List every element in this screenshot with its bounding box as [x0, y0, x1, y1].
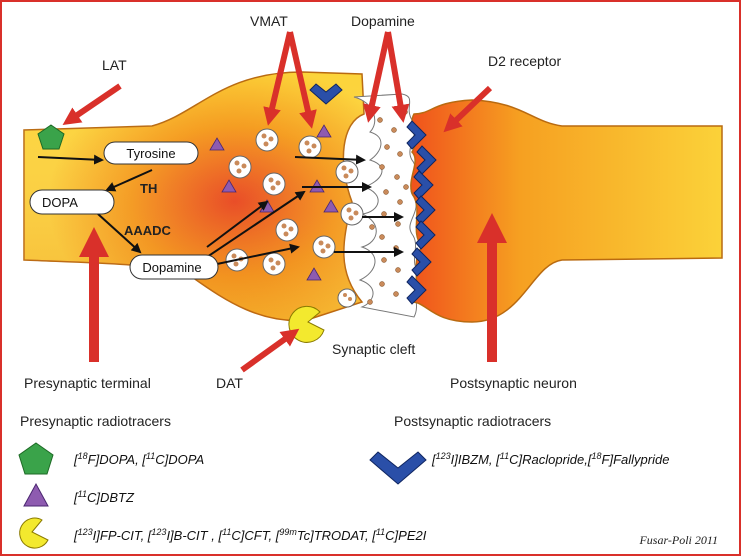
tyrosine-pill: Tyrosine: [103, 141, 199, 165]
synaptic-cleft-label: Synaptic cleft: [332, 341, 415, 357]
credit-text: Fusar-Poli 2011: [638, 533, 718, 547]
vesicle: [228, 155, 252, 179]
blue-chevron-icon: [406, 275, 427, 305]
aaadc-label: AAADC: [124, 223, 172, 238]
legend-dat-text: [123I]FP-CIT, [123I]B-CIT , [11C]CFT, [9…: [73, 527, 427, 543]
vesicle: [340, 202, 364, 226]
purple-triangle-icon: [209, 137, 225, 151]
legend-post-text: [123I]IBZM, [11C]Raclopride,[18F]Fallypr…: [431, 451, 669, 467]
synaptic-cleft-area: [353, 93, 423, 318]
vmat-label: VMAT: [250, 13, 288, 29]
blue-chevron-icon: [369, 451, 427, 485]
vesicle: [337, 288, 357, 308]
postsynaptic-radiotracers-title: Postsynaptic radiotracers: [394, 413, 551, 429]
blue-chevron-icon: [406, 120, 427, 150]
postsynaptic-neuron-label: Postsynaptic neuron: [450, 375, 577, 391]
dopamine-arrow-left: [363, 31, 391, 123]
legend-dopa-text: [18F]DOPA, [11C]DOPA: [73, 451, 204, 467]
th-label: TH: [140, 181, 157, 196]
vmat-arrow-right: [287, 31, 317, 129]
dopamine-pill: Dopamine: [129, 254, 219, 280]
d2-arrow: [443, 85, 493, 133]
d2-receptors: [309, 83, 437, 305]
red-arrows: [62, 31, 507, 373]
tyrosine-label: Tyrosine: [126, 146, 175, 161]
blue-chevron-icon: [411, 247, 432, 277]
green-pentagon-icon: [37, 124, 65, 150]
purple-triangle-icon: [221, 179, 237, 193]
blue-chevron-icon: [415, 220, 436, 250]
dat-label: DAT: [216, 375, 243, 391]
vesicle: [262, 172, 286, 196]
dopa-label: DOPA: [42, 195, 78, 210]
synthesis-arrows: [37, 154, 404, 265]
vesicle: [275, 218, 299, 242]
vesicle: [298, 135, 322, 159]
presynaptic-terminal-label: Presynaptic terminal: [24, 375, 151, 391]
presynaptic-radiotracers-title: Presynaptic radiotracers: [20, 413, 171, 429]
yellow-pacman-icon: [19, 517, 49, 549]
yellow-pacman-icon: [288, 305, 325, 343]
purple-triangle-icon: [23, 482, 49, 507]
vesicle: [255, 128, 279, 152]
vesicle: [262, 252, 286, 276]
dopa-pill: DOPA: [29, 189, 115, 215]
purple-triangle-icon: [306, 267, 322, 281]
legend-dbtz-text: [11C]DBTZ: [73, 489, 135, 505]
dopamine-top-label: Dopamine: [351, 13, 415, 29]
lat-label: LAT: [102, 57, 127, 73]
dat-arrow: [240, 328, 300, 373]
purple-triangle-icon: [323, 199, 339, 213]
vesicle: [312, 235, 336, 259]
dopamine-arrow-right: [385, 31, 410, 123]
dopamine-pill-label: Dopamine: [142, 260, 201, 275]
postsynaptic-neuron-shape: [410, 99, 723, 323]
vmat-arrow-left: [263, 31, 293, 126]
d2-receptor-label: D2 receptor: [488, 53, 561, 69]
blue-chevron-icon: [309, 83, 343, 105]
vesicle: [335, 160, 359, 184]
lat-arrow: [62, 83, 122, 126]
purple-triangle-icon: [316, 124, 332, 138]
green-pentagon-icon: [18, 442, 54, 475]
